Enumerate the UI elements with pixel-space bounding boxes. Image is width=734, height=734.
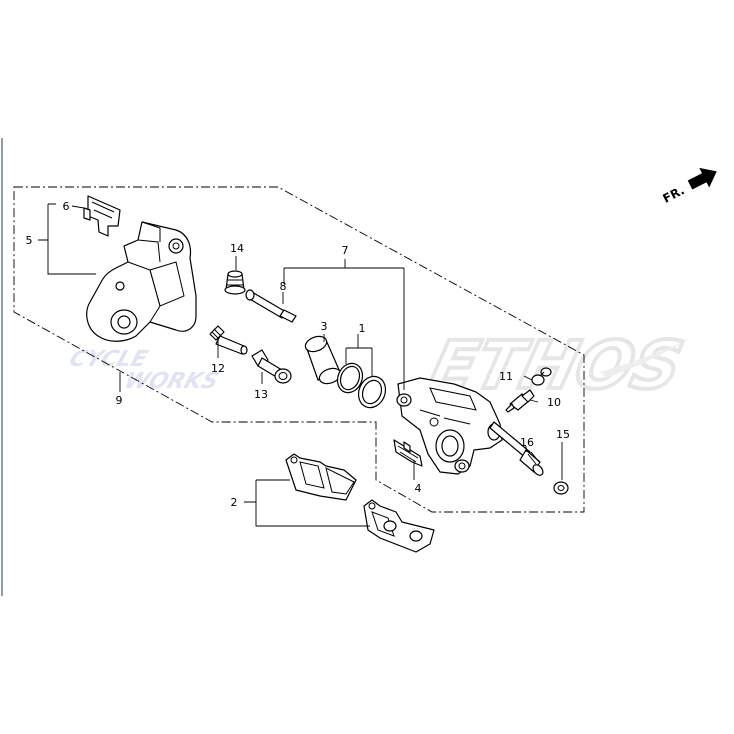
- pad-pin-plug-part: [553, 481, 569, 495]
- callout-15: 15: [556, 428, 570, 441]
- callout-13: 13: [254, 388, 268, 401]
- caliper-body-part: [396, 377, 503, 475]
- front-label: FR.: [661, 183, 687, 206]
- caliper-pin-a-part: [209, 325, 248, 355]
- watermark-left-line1: CYCLE: [66, 347, 151, 372]
- caliper-bracket-part: [86, 221, 197, 342]
- front-arrow-icon: [687, 167, 717, 190]
- callout-11: 11: [499, 370, 513, 383]
- front-direction-marker: FR.: [661, 167, 717, 206]
- watermark-left: CYCLE WORKS: [66, 347, 222, 394]
- callout-8: 8: [280, 280, 287, 293]
- callout-3: 3: [321, 320, 328, 333]
- brake-pad-upper-part: [285, 453, 357, 501]
- callout-5: 5: [26, 234, 33, 247]
- pad-retainer-clip-part: [83, 195, 121, 237]
- callout-10: 10: [547, 396, 561, 409]
- callout-7: 7: [342, 244, 349, 257]
- callout-14: 14: [230, 242, 244, 255]
- piston-seal-part: [336, 362, 387, 409]
- bleeder-valve-part: [505, 389, 535, 413]
- callout-9: 9: [116, 394, 123, 407]
- caliper-pin-b-part: [251, 349, 292, 384]
- callout-6: 6: [63, 200, 70, 213]
- callout-labels: 1 2 3 4 5 6 7 8 9 10 11 12 13 14 15 16: [26, 200, 571, 509]
- bracket-pin-part: [245, 289, 297, 323]
- callout-2: 2: [231, 496, 238, 509]
- watermark-left-line2: WORKS: [121, 369, 222, 394]
- callout-4: 4: [415, 482, 422, 495]
- callout-16: 16: [520, 436, 534, 449]
- callout-12: 12: [211, 362, 225, 375]
- pad-spring-part: [393, 439, 423, 467]
- pin-boot-part: [224, 270, 246, 295]
- assembly-outline-bracket: [13, 186, 585, 513]
- brake-pad-lower-part: [363, 499, 435, 553]
- callout-1: 1: [359, 322, 366, 335]
- caliper-piston-part: [304, 335, 342, 385]
- pad-pin-part: [489, 421, 544, 476]
- leader-lines: [38, 203, 563, 527]
